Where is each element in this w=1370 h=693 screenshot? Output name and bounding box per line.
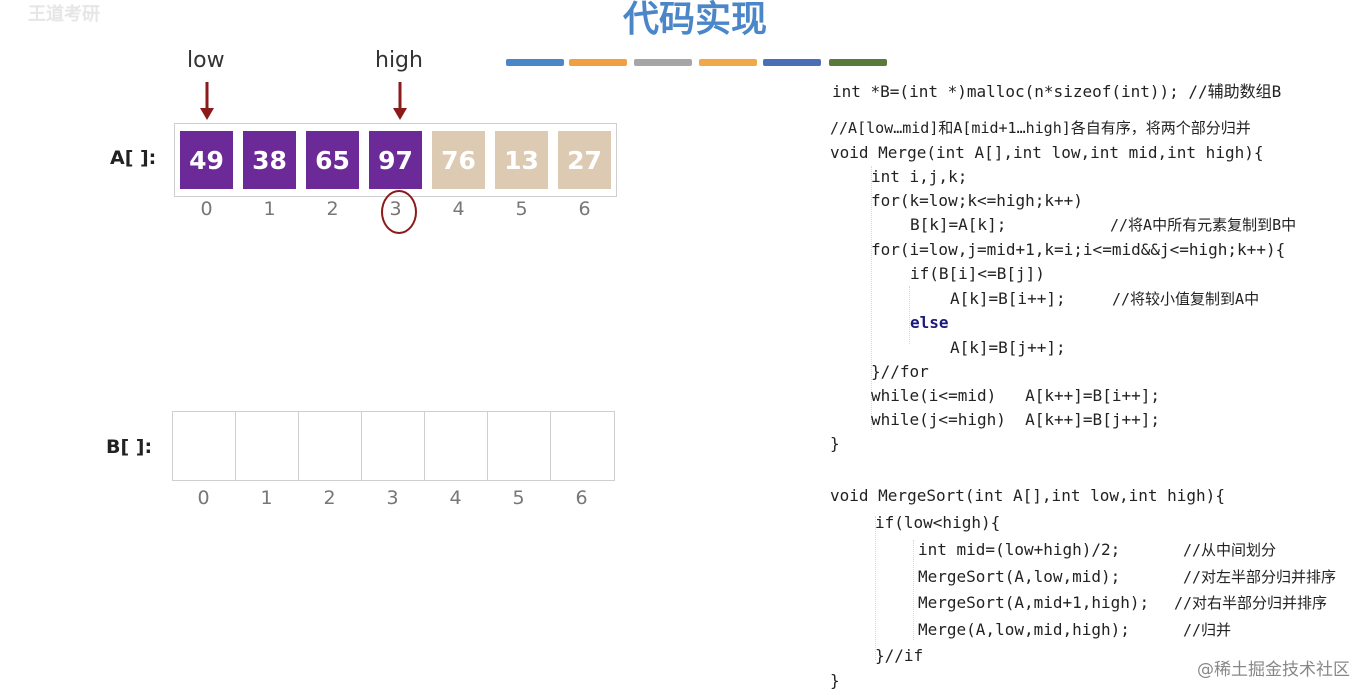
array-a-cell: 38 bbox=[238, 124, 301, 196]
site-watermark: @稀土掘金技术社区 bbox=[1197, 660, 1350, 680]
code-ms-mid: int mid=(low+high)/2; bbox=[918, 540, 1121, 559]
code-merge-comment: //A[low…mid]和A[mid+1…high]各自有序，将两个部分归并 bbox=[830, 119, 1251, 137]
array-b-index: 0 bbox=[197, 487, 210, 509]
array-a-value: 49 bbox=[180, 131, 233, 189]
logo-watermark: 王道考研 bbox=[28, 4, 100, 25]
array-a-index: 5 bbox=[515, 198, 528, 220]
array-a-index: 0 bbox=[200, 198, 213, 220]
array-b-cell bbox=[236, 412, 299, 480]
code-assign-i-comment: //将较小值复制到A中 bbox=[1112, 290, 1260, 308]
array-b-index: 3 bbox=[386, 487, 399, 509]
array-a-label: A[ ]: bbox=[110, 147, 157, 169]
array-a-value: 97 bbox=[369, 131, 422, 189]
color-bar-segment bbox=[699, 59, 757, 66]
code-copy-comment: //将A中所有元素复制到B中 bbox=[1110, 216, 1297, 234]
array-b-index: 4 bbox=[449, 487, 462, 509]
color-bar-segment bbox=[506, 59, 564, 66]
array-a-index: 1 bbox=[263, 198, 276, 220]
code-mergesort-signature: void MergeSort(int A[],int low,int high)… bbox=[830, 486, 1225, 505]
code-close-mergesort: } bbox=[830, 671, 840, 690]
array-b-label: B[ ]: bbox=[106, 436, 153, 458]
code-ms-merge: Merge(A,low,mid,high); bbox=[918, 620, 1130, 639]
code-decl: int i,j,k; bbox=[871, 167, 968, 186]
code-ms-if: if(low<high){ bbox=[875, 513, 1001, 532]
array-b-index: 5 bbox=[512, 487, 525, 509]
array-a-cell: 27 bbox=[553, 124, 616, 196]
code-ms-left-comment: //对左半部分归并排序 bbox=[1183, 568, 1337, 586]
array-b-index: 1 bbox=[260, 487, 273, 509]
code-for-copy: for(k=low;k<=high;k++) bbox=[871, 191, 1083, 210]
color-bar-segment bbox=[763, 59, 821, 66]
array-a-index: 6 bbox=[578, 198, 591, 220]
array-b-index: 2 bbox=[323, 487, 336, 509]
code-ms-right: MergeSort(A,mid+1,high); bbox=[918, 593, 1150, 612]
color-bar-segment bbox=[634, 59, 692, 66]
array-a-value: 76 bbox=[432, 131, 485, 189]
code-while-j: while(j<=high) A[k++]=B[j++]; bbox=[871, 410, 1160, 429]
array-b-cell bbox=[551, 412, 614, 480]
code-copy: B[k]=A[k]; bbox=[910, 215, 1007, 234]
high-pointer-label: high bbox=[375, 48, 423, 73]
array-a-cell: 65 bbox=[301, 124, 364, 196]
code-malloc-line: int *B=(int *)malloc(n*sizeof(int)); //辅… bbox=[832, 82, 1282, 101]
array-a-cell: 97 bbox=[364, 124, 427, 196]
array-a-index: 4 bbox=[452, 198, 465, 220]
code-close-merge: } bbox=[830, 434, 840, 453]
array-b-cell bbox=[173, 412, 236, 480]
code-ms-endif: }//if bbox=[875, 646, 924, 665]
array-a-value: 27 bbox=[558, 131, 611, 189]
array-a-value: 13 bbox=[495, 131, 548, 189]
code-for-merge: for(i=low,j=mid+1,k=i;i<=mid&&j<=high;k+… bbox=[871, 240, 1286, 259]
array-b-cell bbox=[425, 412, 488, 480]
code-ms-mid-comment: //从中间划分 bbox=[1183, 541, 1277, 559]
color-bar-segment bbox=[569, 59, 627, 66]
code-ms-left: MergeSort(A,low,mid); bbox=[918, 567, 1121, 586]
low-pointer-label: low bbox=[187, 48, 225, 73]
code-if: if(B[i]<=B[j]) bbox=[910, 264, 1045, 283]
low-pointer-arrow-icon bbox=[200, 82, 214, 120]
page-title: 代码实现 bbox=[622, 0, 767, 40]
code-ms-merge-comment: //归并 bbox=[1183, 621, 1232, 639]
code-assign-i: A[k]=B[i++]; bbox=[950, 289, 1066, 308]
array-b-cell bbox=[299, 412, 362, 480]
code-assign-j: A[k]=B[j++]; bbox=[950, 338, 1066, 357]
highlight-circle bbox=[381, 190, 417, 234]
array-a-cell: 49 bbox=[175, 124, 238, 196]
code-merge-signature: void Merge(int A[],int low,int mid,int h… bbox=[830, 143, 1264, 162]
array-a-cell: 76 bbox=[427, 124, 490, 196]
high-pointer-arrow-icon bbox=[393, 82, 407, 120]
array-a-value: 38 bbox=[243, 131, 296, 189]
array-b bbox=[172, 411, 615, 481]
code-while-i: while(i<=mid) A[k++]=B[i++]; bbox=[871, 386, 1160, 405]
array-a-index: 2 bbox=[326, 198, 339, 220]
array-b-cell bbox=[362, 412, 425, 480]
array-b-index: 6 bbox=[575, 487, 588, 509]
array-a-value: 65 bbox=[306, 131, 359, 189]
code-ms-right-comment: //对右半部分归并排序 bbox=[1174, 594, 1328, 612]
array-b-cell bbox=[488, 412, 551, 480]
array-a-cell: 13 bbox=[490, 124, 553, 196]
code-end-for: }//for bbox=[871, 362, 929, 381]
color-bar-segment bbox=[829, 59, 887, 66]
code-else: else bbox=[910, 313, 949, 332]
